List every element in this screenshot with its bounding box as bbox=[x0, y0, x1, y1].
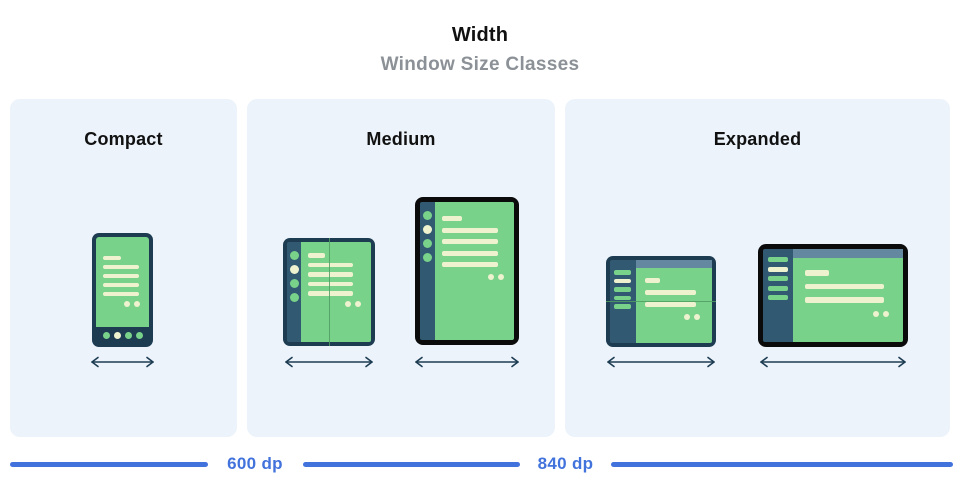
content-line bbox=[103, 292, 139, 296]
navbar-dot bbox=[135, 331, 143, 339]
content-line bbox=[308, 253, 325, 258]
content-line bbox=[103, 256, 121, 260]
foldable-portrait-device bbox=[283, 238, 375, 346]
rail-dot bbox=[289, 279, 299, 288]
navbar-dot bbox=[124, 331, 132, 339]
content-line bbox=[645, 302, 697, 307]
device-content bbox=[793, 249, 903, 342]
width-arrow-icon bbox=[285, 356, 373, 368]
nav-rail bbox=[287, 242, 301, 342]
foldable-screen bbox=[636, 268, 712, 343]
content-line bbox=[805, 270, 830, 276]
content-line bbox=[442, 250, 499, 256]
sidebar-item bbox=[768, 285, 788, 291]
sidebar-item bbox=[768, 295, 788, 300]
content-line bbox=[103, 274, 139, 278]
breakpoint-840dp-label: 840 dp bbox=[537, 454, 594, 473]
phone-navbar bbox=[96, 327, 149, 343]
content-line bbox=[442, 239, 499, 244]
screen-dots bbox=[308, 300, 363, 307]
desktop-screen bbox=[793, 258, 903, 342]
content-line bbox=[645, 290, 697, 295]
screen-dots bbox=[645, 314, 702, 320]
diagram-header: Width Window Size Classes bbox=[0, 24, 960, 76]
sidebar-item bbox=[768, 266, 788, 272]
content-line bbox=[645, 278, 660, 283]
phone-device bbox=[92, 233, 153, 347]
rail-dot bbox=[289, 251, 299, 260]
nav-sidebar bbox=[763, 249, 793, 342]
content-line bbox=[308, 262, 354, 267]
content-line bbox=[442, 216, 463, 221]
rail-dot bbox=[423, 239, 432, 248]
panel-compact: Compact bbox=[10, 99, 237, 437]
rail-dot bbox=[423, 253, 432, 262]
content-line bbox=[308, 291, 354, 296]
rail-dot bbox=[289, 293, 299, 302]
sidebar-item bbox=[614, 270, 631, 275]
width-arrow-icon bbox=[607, 356, 715, 368]
sidebar-item bbox=[614, 295, 631, 300]
content-line bbox=[805, 283, 885, 289]
axis-line-segment bbox=[10, 462, 208, 467]
panel-medium: Medium bbox=[247, 99, 555, 437]
tablet-landscape-device bbox=[758, 244, 908, 347]
content-line bbox=[308, 281, 354, 286]
sidebar-item bbox=[614, 278, 631, 283]
tablet-portrait-device bbox=[415, 197, 519, 345]
width-arrow-icon bbox=[91, 356, 154, 368]
fold-crease-icon bbox=[606, 301, 716, 302]
panel-expanded-label: Expanded bbox=[713, 129, 802, 149]
top-app-bar bbox=[636, 260, 712, 268]
rail-dot bbox=[423, 211, 432, 220]
content-line bbox=[805, 297, 885, 303]
panel-expanded: Expanded bbox=[565, 99, 950, 437]
content-line bbox=[442, 262, 499, 267]
content-line bbox=[103, 283, 139, 287]
page-subtitle: Window Size Classes bbox=[380, 54, 580, 75]
screen-dots bbox=[103, 301, 142, 307]
navbar-dot bbox=[102, 331, 110, 339]
screen-dots bbox=[805, 310, 891, 317]
panel-compact-label: Compact bbox=[84, 129, 163, 149]
device-content bbox=[636, 260, 712, 343]
page-title: Width bbox=[451, 24, 509, 46]
foldable-landscape-device bbox=[606, 256, 716, 347]
axis-line-segment bbox=[611, 462, 953, 467]
breakpoint-600dp-label: 600 dp bbox=[227, 454, 283, 473]
content-line bbox=[442, 227, 499, 233]
tablet-screen bbox=[435, 202, 514, 340]
width-arrow-icon bbox=[415, 356, 519, 368]
screen-dots bbox=[442, 273, 506, 280]
axis-line-segment bbox=[303, 462, 520, 467]
navbar-dot bbox=[113, 331, 121, 339]
sidebar-item bbox=[614, 287, 631, 292]
rail-dot bbox=[423, 225, 432, 234]
phone-screen bbox=[96, 237, 149, 327]
content-line bbox=[308, 272, 354, 277]
foldable-screen bbox=[301, 242, 371, 342]
top-app-bar bbox=[793, 249, 903, 258]
sidebar-item bbox=[768, 257, 788, 262]
fold-crease-icon bbox=[328, 238, 330, 346]
sidebar-item bbox=[768, 276, 788, 281]
rail-dot bbox=[289, 265, 299, 274]
panel-medium-label: Medium bbox=[366, 129, 436, 149]
width-arrow-icon bbox=[760, 356, 906, 368]
nav-rail bbox=[420, 202, 435, 340]
sidebar-item bbox=[614, 304, 631, 309]
content-line bbox=[103, 265, 139, 269]
